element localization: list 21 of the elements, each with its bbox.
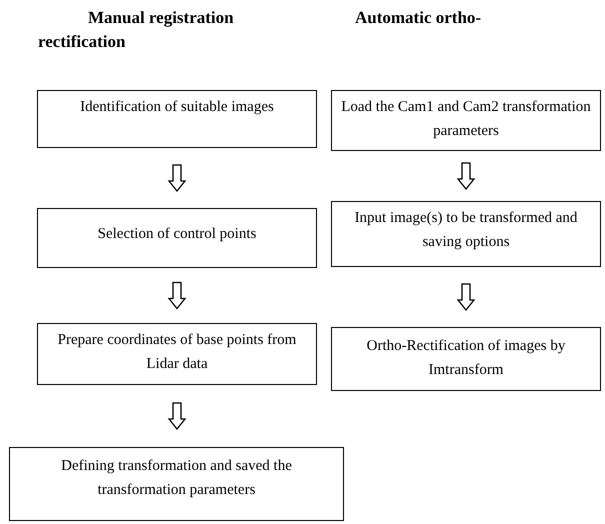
process-box: [37, 208, 317, 268]
hollow-down-arrow: [456, 162, 476, 190]
column-heading: Automatic ortho-: [355, 7, 482, 29]
process-box: [37, 90, 317, 148]
step-text: Prepare coordinates of base points from Lidar data: [56, 331, 298, 374]
process-box: [37, 323, 317, 385]
process-box: [331, 327, 601, 391]
process-box: [331, 201, 601, 267]
hollow-down-arrow: [456, 283, 476, 312]
step-text: Defining transformation and saved the transformation parameters: [60, 457, 293, 500]
step-text: Ortho-Rectification of images by Imtransform: [366, 337, 566, 380]
step-text: Identification of suitable images: [80, 98, 274, 117]
column-heading: Manual registration rectification: [38, 7, 235, 53]
hollow-down-arrow: [168, 164, 186, 192]
step-text: Load the Cam1 and Cam2 transformation parameters: [340, 98, 592, 141]
hollow-down-arrow: [168, 402, 186, 430]
step-text: Selection of control points: [98, 225, 256, 244]
hollow-down-arrow: [168, 282, 186, 310]
step-text: Input image(s) to be transformed and saving options: [354, 209, 578, 252]
process-box: [331, 90, 601, 151]
process-box: [9, 447, 344, 521]
